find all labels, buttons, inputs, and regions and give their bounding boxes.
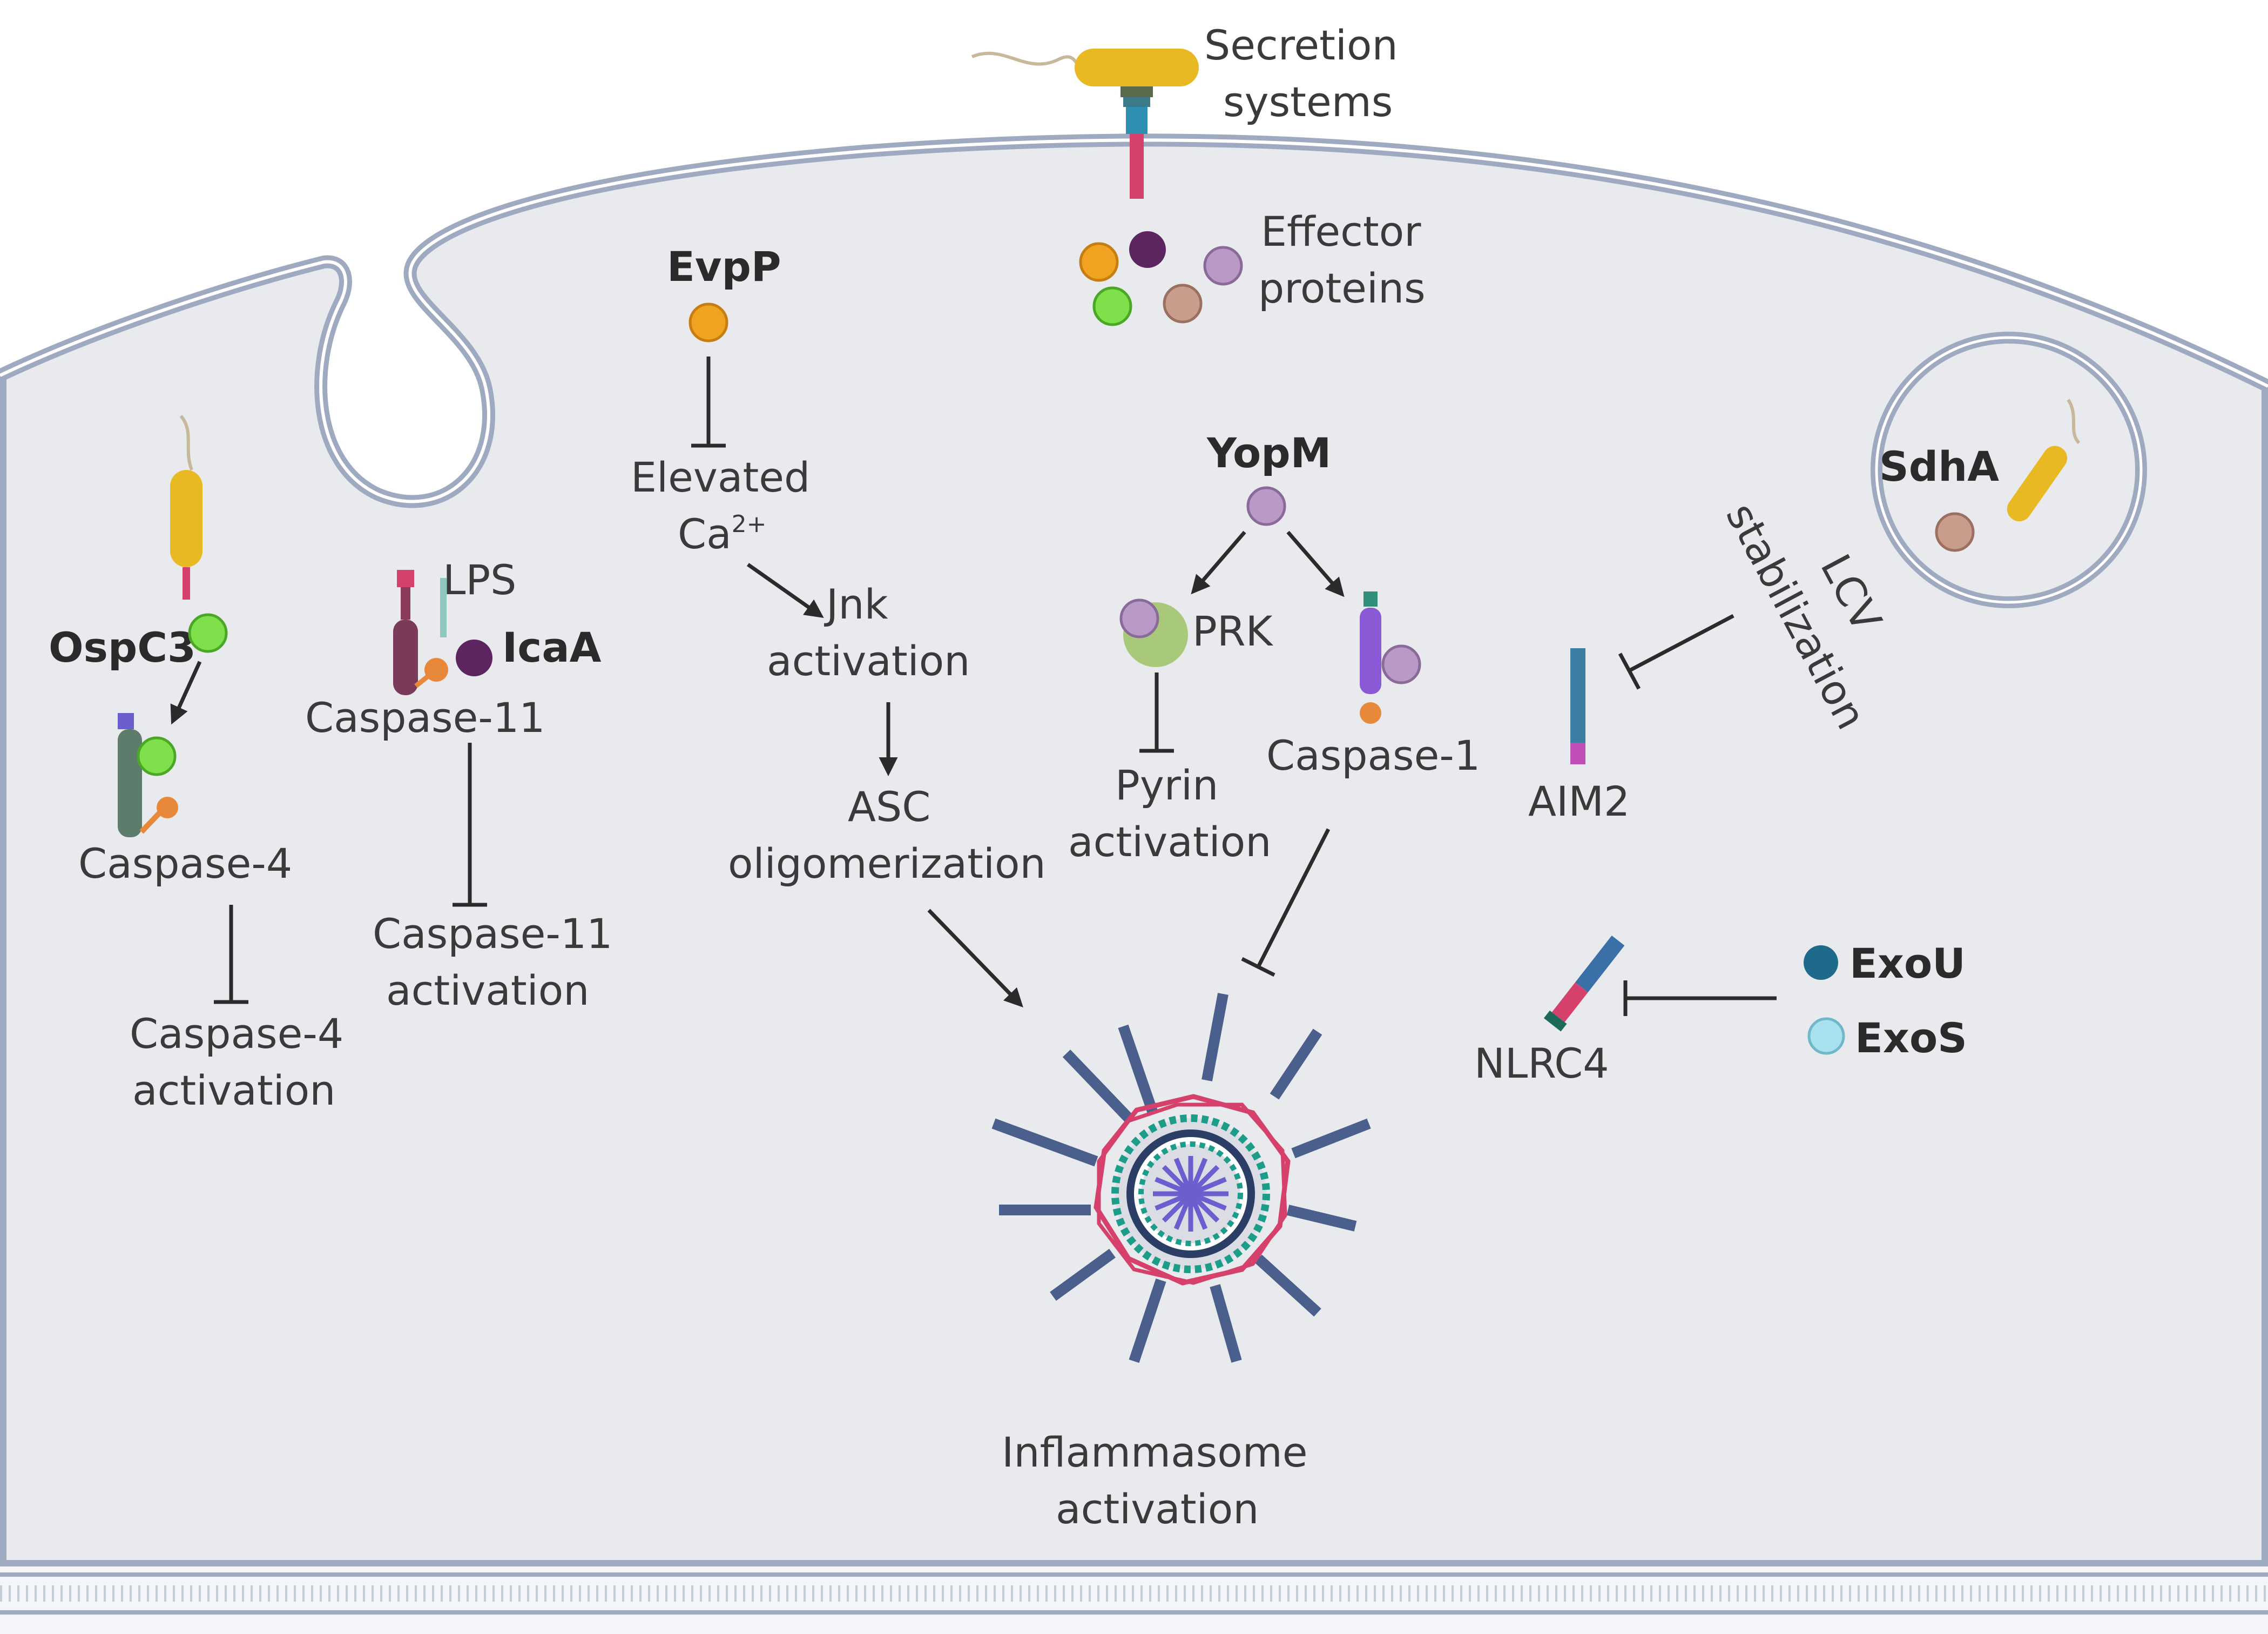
evpp-inhibit-line [691,357,726,448]
nlrc4-label: NLRC4 [1474,1039,1609,1087]
arrow-yopm-to-prk [1191,530,1246,595]
ospc3-label: OspC3 [49,623,196,671]
caspase1-label: Caspase-1 [1266,731,1480,779]
sdha-protein-icon [1935,512,1975,552]
elevated-label-line2: Ca2+ [678,510,767,558]
jnk-label-line1: Jnk [824,580,888,628]
bottom-membrane [0,1566,2268,1634]
prk-label: PRK [1192,607,1274,655]
cell-membrane-inner-line [0,138,2268,503]
caspase11-act-label-line1: Caspase-11 [373,910,613,958]
effector-label-line1: Effector [1261,207,1421,255]
caspase1-protein-icon [1360,591,1421,724]
secretion-label-line1: Secretion [1204,21,1398,69]
arrow-yopm-to-caspase1 [1286,530,1345,597]
arrow-asc-to-inflammasome [927,909,1023,1008]
caspase4-label: Caspase-4 [78,839,292,887]
aim2-label: AIM2 [1528,777,1630,825]
asc-label-line2: oligomerization [728,839,1046,887]
evpp-protein-icon [688,302,728,342]
evpp-label: EvpP [667,243,781,291]
exou-protein-icon [1804,945,1838,980]
sdha-label: SdhA [1879,442,1999,490]
icaa-protein-icon [456,640,492,676]
aim2-protein-icon [1570,648,1585,764]
ospc3-bacterium-icon [170,415,202,600]
effector-protein-icon [1079,231,1243,326]
caspase11-label: Caspase-11 [305,694,545,742]
caspase4-protein-icon [118,713,178,837]
arrow-ca-to-jnk [746,563,824,618]
caspase1-inhibit-line [1241,828,1331,977]
pyrin-label-line2: activation [1068,818,1271,866]
lcv-bacterium-icon [2007,399,2081,522]
lps-label: LPS [443,556,516,604]
lcv-inhibit-line [1618,614,1734,690]
inflammasome-label-line2: activation [1056,1485,1259,1533]
nlrc4-protein-icon [1543,935,1625,1032]
exou-label: ExoU [1850,939,1966,987]
asc-label-line1: ASC [848,783,930,831]
jnk-label-line2: activation [767,637,970,685]
elevated-ca-sup: 2+ [732,510,767,538]
caspase4-inhibit-line [214,905,248,1004]
prk-kinase-icon [1119,599,1188,667]
yopm-protein-icon [1246,486,1286,526]
prk-inhibit-line [1139,673,1174,753]
inflammasome-label-line1: Inflammasome [1002,1428,1308,1476]
secretion-system-icon [1120,86,1153,199]
effector-label-line2: proteins [1258,264,1426,312]
caspase11-act-label-line2: activation [386,966,589,1014]
pyrin-label-line1: Pyrin [1115,761,1218,809]
exos-protein-icon [1807,1017,1845,1055]
inflammasome-icon [991,993,1371,1363]
yopm-label: YopM [1206,429,1331,477]
exo-inhibit-line [1623,980,1777,1016]
ospc3-protein-icon [188,613,228,653]
secretion-label-line2: systems [1223,78,1393,126]
caspase4-act-label-line1: Caspase-4 [130,1010,343,1058]
elevated-ca: Ca [678,510,732,558]
bacterium-icon [971,49,1199,86]
elevated-label-line1: Elevated [631,453,810,501]
caspase4-act-label-line2: activation [132,1066,335,1114]
caspase11-protein-icon [393,570,448,695]
arrow-ospc3-to-caspase4 [170,661,202,725]
exos-label: ExoS [1855,1014,1967,1062]
icaa-label: IcaA [502,623,602,671]
caspase11-inhibit-line [453,743,487,907]
